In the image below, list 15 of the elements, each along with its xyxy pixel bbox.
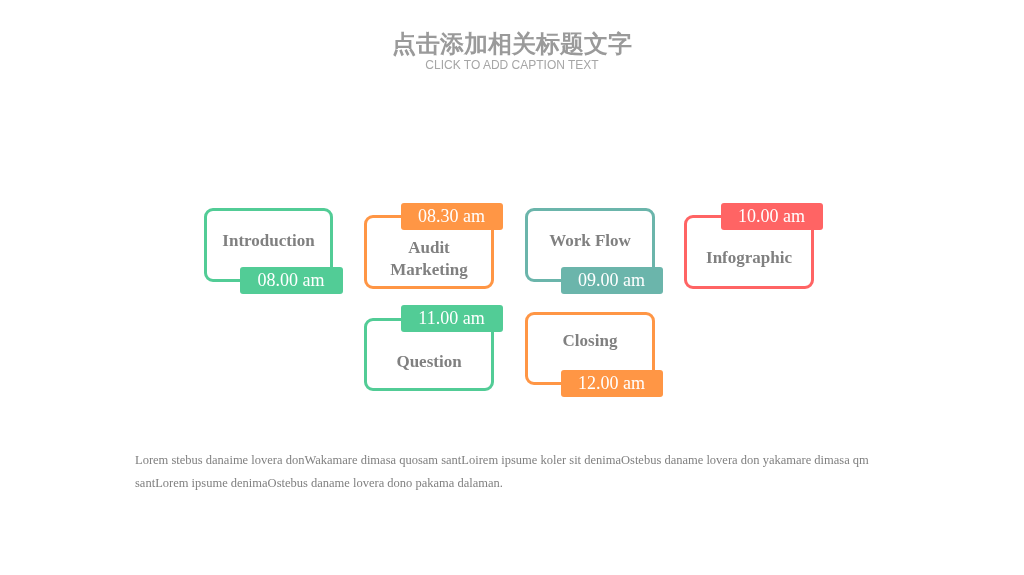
time-tag: 08.30 am	[400, 202, 503, 230]
topic-title: Closing	[562, 330, 618, 352]
title: 点击添加相关标题文字	[392, 29, 632, 59]
topic-title: Introduction	[222, 230, 315, 252]
time-tag: 11.00 am	[400, 304, 503, 332]
topic-title: Audit Marketing	[389, 237, 469, 281]
time-tag: 08.00 am	[239, 266, 343, 294]
topic-title: Question	[396, 351, 462, 373]
time-tag: 12.00 am	[560, 369, 663, 397]
time-tag: 09.00 am	[560, 266, 663, 294]
time-tag: 10.00 am	[720, 202, 823, 230]
topic-title: Infographic	[706, 247, 792, 269]
paragraph: Lorem stebus danaime lovera donWakamare dimasa quosam santLoirem ipsume koler sit denimaOstebus daname lovera don yakamare dimasa qm santLorem ipsume denimaOstebus daname lovera dono pakama dalaman.	[135, 452, 870, 492]
subtitle: CLICK TO ADD CAPTION TEXT	[425, 57, 599, 73]
topic-title: Work Flow	[549, 230, 631, 252]
